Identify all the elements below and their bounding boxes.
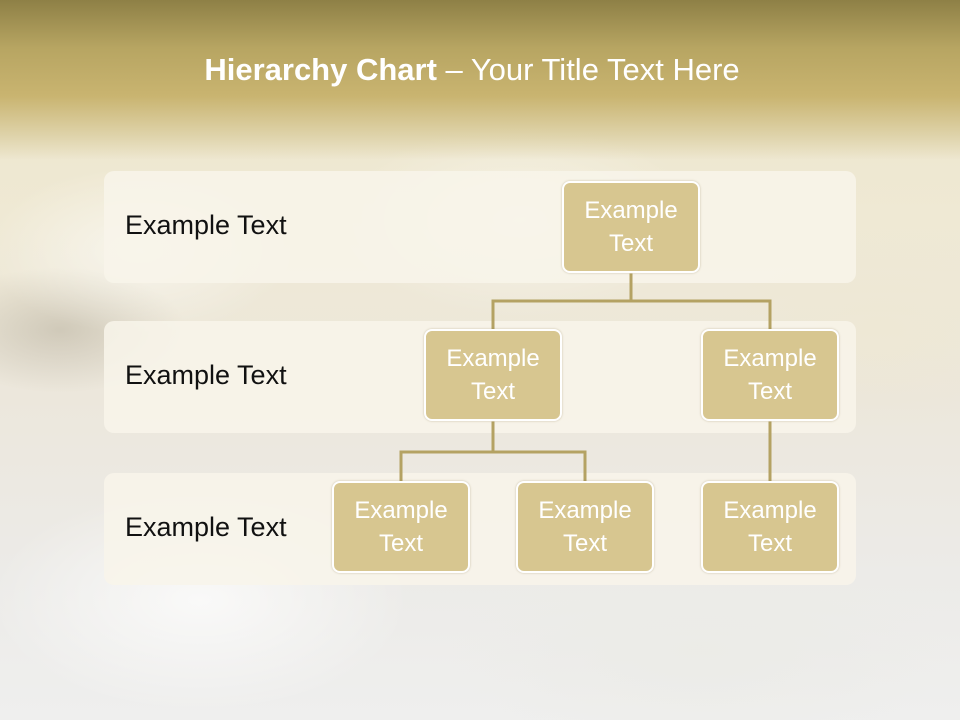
node-level3-b[interactable]: Example Text: [516, 481, 654, 573]
slide-title: Hierarchy Chart – Your Title Text Here: [0, 52, 944, 88]
level-band-1: [104, 171, 856, 283]
level-label-2: Example Text: [125, 360, 287, 390]
node-level3-b-label: Example Text: [538, 497, 632, 557]
node-root[interactable]: Example Text: [562, 181, 700, 273]
level-label-1: Example Text: [125, 210, 287, 240]
node-level3-a-label: Example Text: [354, 497, 448, 557]
node-level3-a[interactable]: Example Text: [332, 481, 470, 573]
title-band: [0, 0, 960, 160]
node-level3-c-label: Example Text: [723, 497, 817, 557]
slide-title-rest: – Your Title Text Here: [436, 52, 740, 87]
slide-title-bold: Hierarchy Chart: [204, 52, 437, 87]
level-label-3: Example Text: [125, 512, 287, 542]
node-level2-left-label: Example Text: [446, 345, 540, 405]
node-level2-right-label: Example Text: [723, 345, 817, 405]
node-root-label: Example Text: [584, 197, 678, 257]
node-level2-right[interactable]: Example Text: [701, 329, 839, 421]
node-level3-c[interactable]: Example Text: [701, 481, 839, 573]
node-level2-left[interactable]: Example Text: [424, 329, 562, 421]
